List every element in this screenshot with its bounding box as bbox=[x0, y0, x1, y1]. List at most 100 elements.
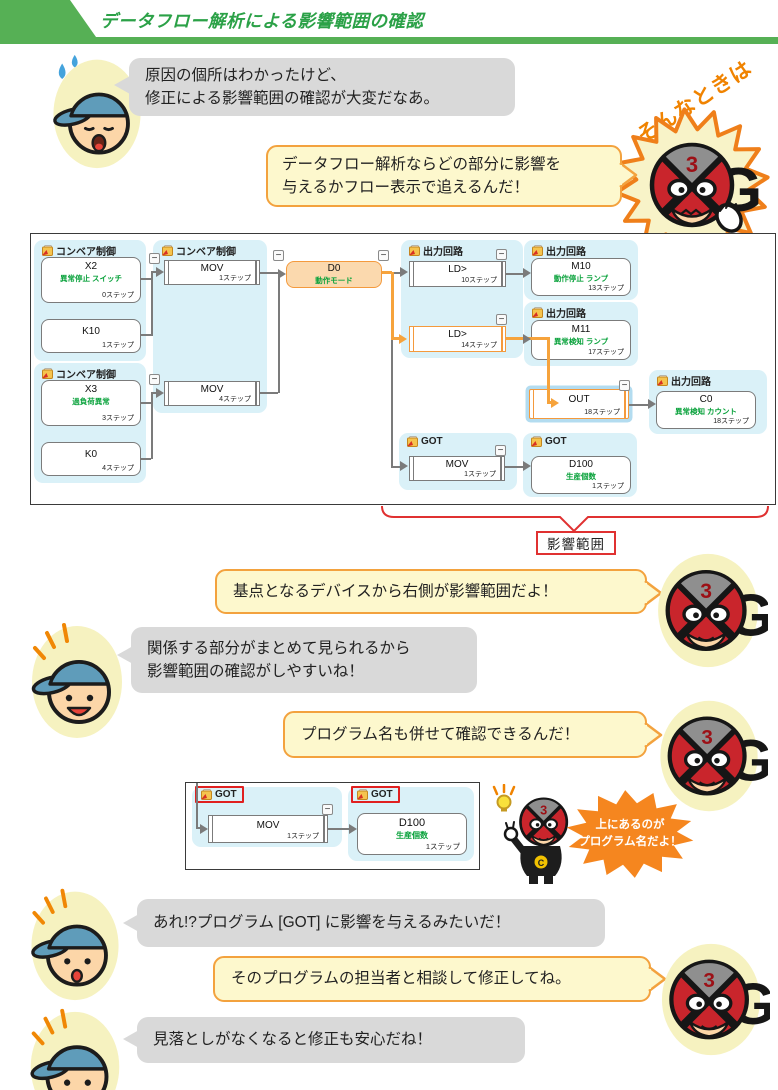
instruction-steps: 1ステップ bbox=[219, 275, 251, 282]
instruction-block-mov-1[interactable]: MOV 1ステップ bbox=[164, 260, 260, 285]
flow-connector-arrow bbox=[400, 461, 408, 471]
device-steps: 3ステップ bbox=[102, 415, 134, 422]
instruction-block-out-selected[interactable]: OUT 18ステップ bbox=[529, 389, 629, 419]
speech-bubble-answer: データフロー解析ならどの部分に影響を 与えるかフロー表示で追えるんだ！ bbox=[266, 145, 622, 207]
collapse-button[interactable]: − bbox=[149, 374, 160, 385]
mini-device-block-d100[interactable]: D100 生産個数 1ステップ bbox=[357, 813, 467, 855]
program-name: コンベア制御 bbox=[176, 247, 236, 258]
speech-tail bbox=[123, 1030, 139, 1048]
device-block-k10[interactable]: K10 1ステップ bbox=[41, 319, 141, 353]
collapse-button[interactable]: − bbox=[495, 445, 506, 456]
flow-connector-line bbox=[151, 272, 153, 336]
worker-character-surprised bbox=[24, 882, 126, 1002]
flow-connector-arrow bbox=[648, 399, 656, 409]
device-block-c0[interactable]: C0 異常検知 カウント 18ステップ bbox=[656, 391, 756, 429]
device-name: C0 bbox=[699, 394, 713, 405]
program-group-label: GOT bbox=[406, 436, 443, 447]
device-name: D100 bbox=[569, 459, 593, 470]
device-block-m10[interactable]: M10 動作停止 ランプ 13ステップ bbox=[531, 258, 631, 296]
instruction-block-ld2-highlighted[interactable]: LD> 14ステップ bbox=[409, 326, 506, 352]
program-icon bbox=[408, 245, 420, 256]
instruction-name: MOV bbox=[256, 820, 280, 831]
bubble-text-line: 見落としがなくなると修正も安心だね！ bbox=[153, 1031, 433, 1049]
callout-text-line: プログラム名だよ！ bbox=[578, 836, 682, 848]
instruction-steps: 10ステップ bbox=[461, 277, 497, 284]
flow-connector-line bbox=[196, 783, 198, 828]
collapse-button[interactable]: − bbox=[149, 253, 160, 264]
mini-instruction-block-mov[interactable]: MOV 1ステップ bbox=[208, 815, 328, 843]
flow-connector-line bbox=[629, 404, 649, 406]
flow-connector-line bbox=[547, 401, 553, 404]
program-icon bbox=[41, 245, 53, 256]
bubble-text-line: プログラム名も併せて確認できるんだ！ bbox=[301, 725, 580, 743]
program-group-label: 出力回路 bbox=[531, 243, 586, 258]
program-name: 出力回路 bbox=[423, 247, 463, 258]
collapse-button[interactable]: − bbox=[619, 380, 630, 391]
flow-connector-line bbox=[391, 339, 393, 468]
program-icon bbox=[531, 245, 543, 256]
flow-connector-line bbox=[328, 828, 350, 830]
instruction-block-mov-3[interactable]: MOV 1ステップ bbox=[409, 456, 505, 481]
program-name: コンベア制御 bbox=[56, 247, 116, 258]
speech-tail bbox=[647, 966, 667, 992]
bubble-text-line: あれ!?プログラム [GOT] に影響を与えるみたいだ！ bbox=[153, 914, 511, 932]
device-steps: 1ステップ bbox=[425, 842, 460, 851]
speech-bubble-easy: 関係する部分がまとめて見られるから 影響範囲の確認がしやすいね！ bbox=[131, 627, 477, 693]
bubble-text-line: 影響範囲の確認がしやすいね！ bbox=[147, 663, 364, 680]
collapse-button[interactable]: − bbox=[273, 250, 284, 261]
instruction-name: MOV bbox=[200, 384, 224, 395]
instruction-block-mov-2[interactable]: MOV 4ステップ bbox=[164, 381, 260, 406]
mini-program-label-highlighted: GOT bbox=[351, 786, 400, 803]
flow-connector-line bbox=[391, 337, 400, 340]
device-block-k0[interactable]: K0 4ステップ bbox=[41, 442, 141, 476]
flow-connector-arrow bbox=[399, 334, 407, 344]
speech-tail bbox=[123, 914, 139, 932]
instruction-block-ld1[interactable]: LD> 10ステップ bbox=[409, 261, 506, 287]
device-name: D0 bbox=[327, 263, 341, 274]
instruction-name: OUT bbox=[568, 394, 590, 405]
impact-range-bracket bbox=[381, 506, 769, 533]
bubble-text-line: そのプログラムの担当者と相談して修正してね。 bbox=[231, 970, 571, 988]
program-name: GOT bbox=[421, 436, 443, 447]
program-icon bbox=[656, 375, 668, 386]
device-block-m11[interactable]: M11 異常検知 ランプ 17ステップ bbox=[531, 320, 631, 360]
flow-connector-line bbox=[260, 272, 278, 274]
device-name: X2 bbox=[84, 261, 98, 272]
collapse-button[interactable]: − bbox=[496, 314, 507, 325]
device-comment: 異常検知 ランプ bbox=[553, 336, 609, 346]
device-block-x3[interactable]: X3 過負荷異常 3ステップ bbox=[41, 380, 141, 426]
bubble-text-line: 与えるかフロー表示で追えるんだ！ bbox=[282, 179, 530, 196]
flow-connector-line bbox=[547, 337, 550, 403]
flow-connector-arrow bbox=[278, 269, 286, 279]
program-name: GOT bbox=[371, 789, 393, 800]
device-comment: 生産個数 bbox=[396, 830, 428, 840]
flow-connector-arrow bbox=[523, 268, 531, 278]
device-comment: 生産個数 bbox=[566, 471, 596, 481]
collapse-button[interactable]: − bbox=[378, 250, 389, 261]
program-icon bbox=[530, 436, 542, 447]
device-name: X3 bbox=[84, 384, 98, 395]
collapse-button[interactable]: − bbox=[496, 249, 507, 260]
callout-text-line: 上にあるのが bbox=[595, 819, 665, 832]
device-name: K10 bbox=[82, 326, 100, 337]
flow-connector-line bbox=[151, 393, 153, 459]
device-block-d100[interactable]: D100 生産個数 1ステップ bbox=[531, 456, 631, 494]
speech-bubble-relief: 見落としがなくなると修正も安心だね！ bbox=[137, 1017, 525, 1063]
mini-program-label-highlighted: GOT bbox=[195, 786, 244, 803]
device-steps: 1ステップ bbox=[592, 483, 624, 490]
page-title: データフロー解析による影響範囲の確認 bbox=[100, 11, 424, 31]
svg-text:3: 3 bbox=[701, 726, 712, 749]
device-steps: 1ステップ bbox=[102, 342, 134, 349]
program-name: 出力回路 bbox=[546, 309, 586, 320]
device-steps: 17ステップ bbox=[588, 349, 624, 356]
instruction-name: MOV bbox=[200, 263, 224, 274]
device-block-x2[interactable]: X2 異常停止 スイッチ 0ステップ bbox=[41, 257, 141, 303]
device-comment: 動作停止 ランプ bbox=[553, 273, 609, 283]
bubble-text-line: データフロー解析ならどの部分に影響を bbox=[282, 155, 562, 173]
collapse-button[interactable]: − bbox=[322, 804, 333, 815]
bubble-text-line: 関係する部分がまとめて見られるから bbox=[147, 639, 411, 657]
mascot-character: G3 bbox=[652, 941, 775, 1058]
device-block-d0-basepoint[interactable]: D0 動作モード bbox=[286, 261, 382, 288]
program-icon bbox=[406, 436, 418, 447]
